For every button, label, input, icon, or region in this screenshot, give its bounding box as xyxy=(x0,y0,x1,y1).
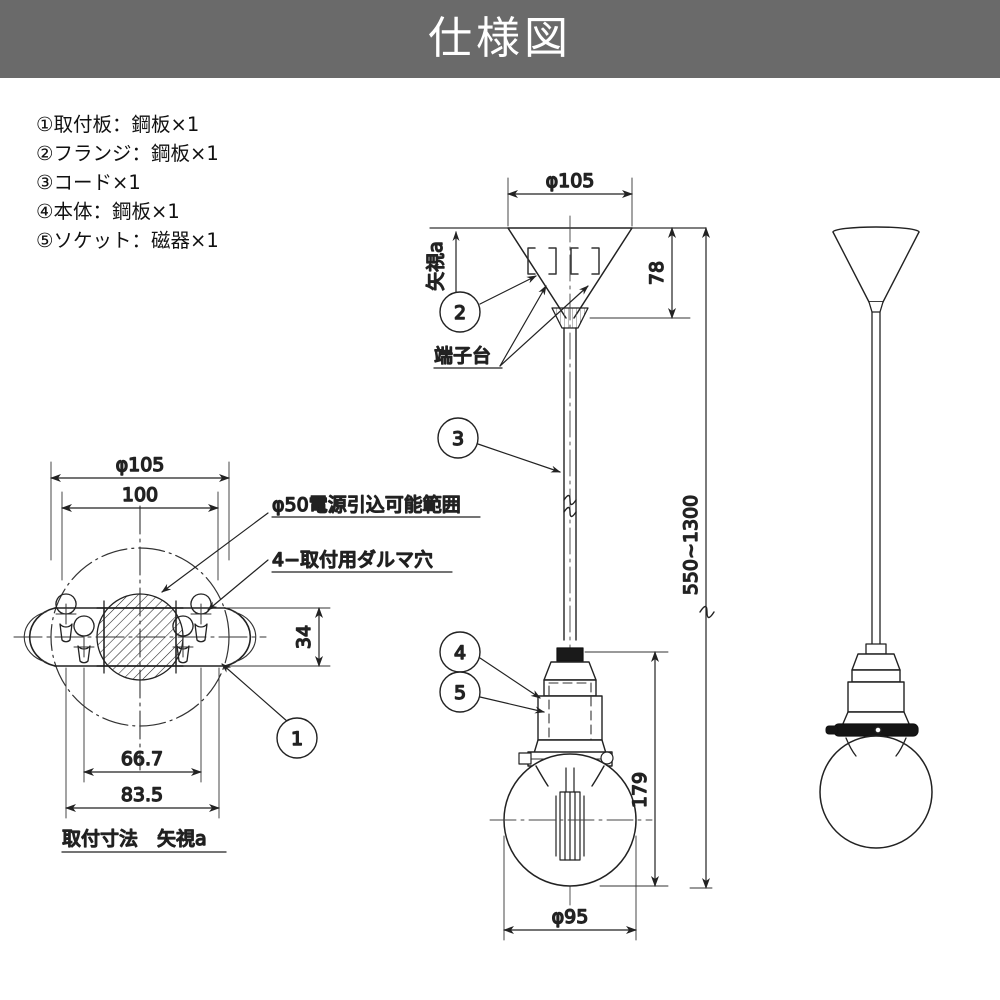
balloon-5: 5 xyxy=(439,671,545,714)
section-view: φ105 78 550~1300 xyxy=(424,169,715,941)
elevation-flange xyxy=(832,226,920,313)
annotation-keyhole: 4−取付用ダルマ穴 xyxy=(272,549,433,571)
view-arrow-a-label: 矢視a xyxy=(425,241,447,291)
dim-text-hole-pitch-outer: 83.5 xyxy=(121,784,163,806)
plan-view: φ105 100 34 xyxy=(13,453,331,819)
dim-text-plate-height: 34 xyxy=(293,625,315,649)
dim-flange-diameter: φ105 xyxy=(507,169,633,227)
dim-plate-height: 34 xyxy=(225,607,331,667)
leader-keyhole xyxy=(207,559,269,611)
plan-annotations: φ50電源引込可能範囲 4−取付用ダルマ穴 xyxy=(271,493,481,573)
dim-overall-length: 550~1300 xyxy=(679,227,715,889)
dim-text-plate-width: 100 xyxy=(122,484,158,506)
parts-list-item: ②フランジ：鋼板×1 xyxy=(36,142,219,165)
terminal-block-label: 端子台 xyxy=(434,345,491,367)
bulb-filament xyxy=(555,767,585,861)
header-bar xyxy=(0,0,1000,78)
bulb xyxy=(489,753,653,887)
dim-flange-height: 78 xyxy=(589,227,691,319)
balloon-4: 4 xyxy=(439,631,541,699)
view-arrow-a: 矢視a xyxy=(424,231,460,297)
elevation-bulb xyxy=(819,735,933,849)
balloon-3-label: 3 xyxy=(452,428,464,450)
dim-plate-outer-diameter: φ105 xyxy=(50,453,230,561)
cord-nut xyxy=(556,647,584,662)
plan-caption: 取付寸法 矢視a xyxy=(61,827,227,853)
cord xyxy=(563,327,577,641)
elevation-view xyxy=(819,226,933,849)
elevation-socket xyxy=(825,643,919,737)
socket-assembly xyxy=(518,647,614,767)
dim-hole-pitch-inner: 66.7 xyxy=(83,667,202,783)
keyhole-slot xyxy=(55,593,212,664)
dim-bulb-diameter: φ95 xyxy=(503,835,637,941)
balloon-4-label: 4 xyxy=(454,642,466,664)
leader-power-entry xyxy=(161,512,269,593)
terminal-block-annotation: 端子台 xyxy=(433,285,589,369)
dim-body-height: 179 xyxy=(584,651,669,887)
dim-text-flange-height: 78 xyxy=(646,261,668,285)
parts-list: ①取付板：鋼板×1 ②フランジ：鋼板×1 ③コード×1 ④本体：鋼板×1 ⑤ソケ… xyxy=(36,110,366,255)
elevation-cord xyxy=(871,311,881,647)
balloon-3: 3 xyxy=(437,417,561,473)
terminal-block-glyph xyxy=(527,247,600,275)
parts-list-item: ⑤ソケット：磁器×1 xyxy=(36,229,219,252)
balloon-5-label: 5 xyxy=(454,682,466,704)
dim-text-hole-pitch-inner: 66.7 xyxy=(121,748,163,770)
balloon-2-label: 2 xyxy=(454,302,466,324)
dim-hole-pitch-outer: 83.5 xyxy=(65,667,220,819)
dim-text-flange-diameter: φ105 xyxy=(546,170,595,192)
plate-boss-outline xyxy=(103,607,177,667)
dim-text-body-height: 179 xyxy=(629,772,651,808)
dim-text-outer-diameter: φ105 xyxy=(116,454,165,476)
balloon-1: 1 xyxy=(221,663,318,759)
dim-text-bulb-diameter: φ95 xyxy=(552,906,589,928)
page-title: 仕様図 xyxy=(428,13,572,64)
parts-list-item: ①取付板：鋼板×1 xyxy=(36,113,200,136)
parts-list-item: ③コード×1 xyxy=(36,171,141,194)
parts-list-item: ④本体：鋼板×1 xyxy=(36,200,180,223)
power-entry-zone xyxy=(96,593,184,681)
annotation-power-entry: φ50電源引込可能範囲 xyxy=(272,494,461,516)
balloon-2: 2 xyxy=(439,275,537,333)
balloon-1-label: 1 xyxy=(291,728,303,750)
plan-caption-text: 取付寸法 矢視a xyxy=(62,828,207,850)
dim-text-overall-length: 550~1300 xyxy=(680,495,702,596)
dim-plate-width: 100 xyxy=(61,483,219,581)
